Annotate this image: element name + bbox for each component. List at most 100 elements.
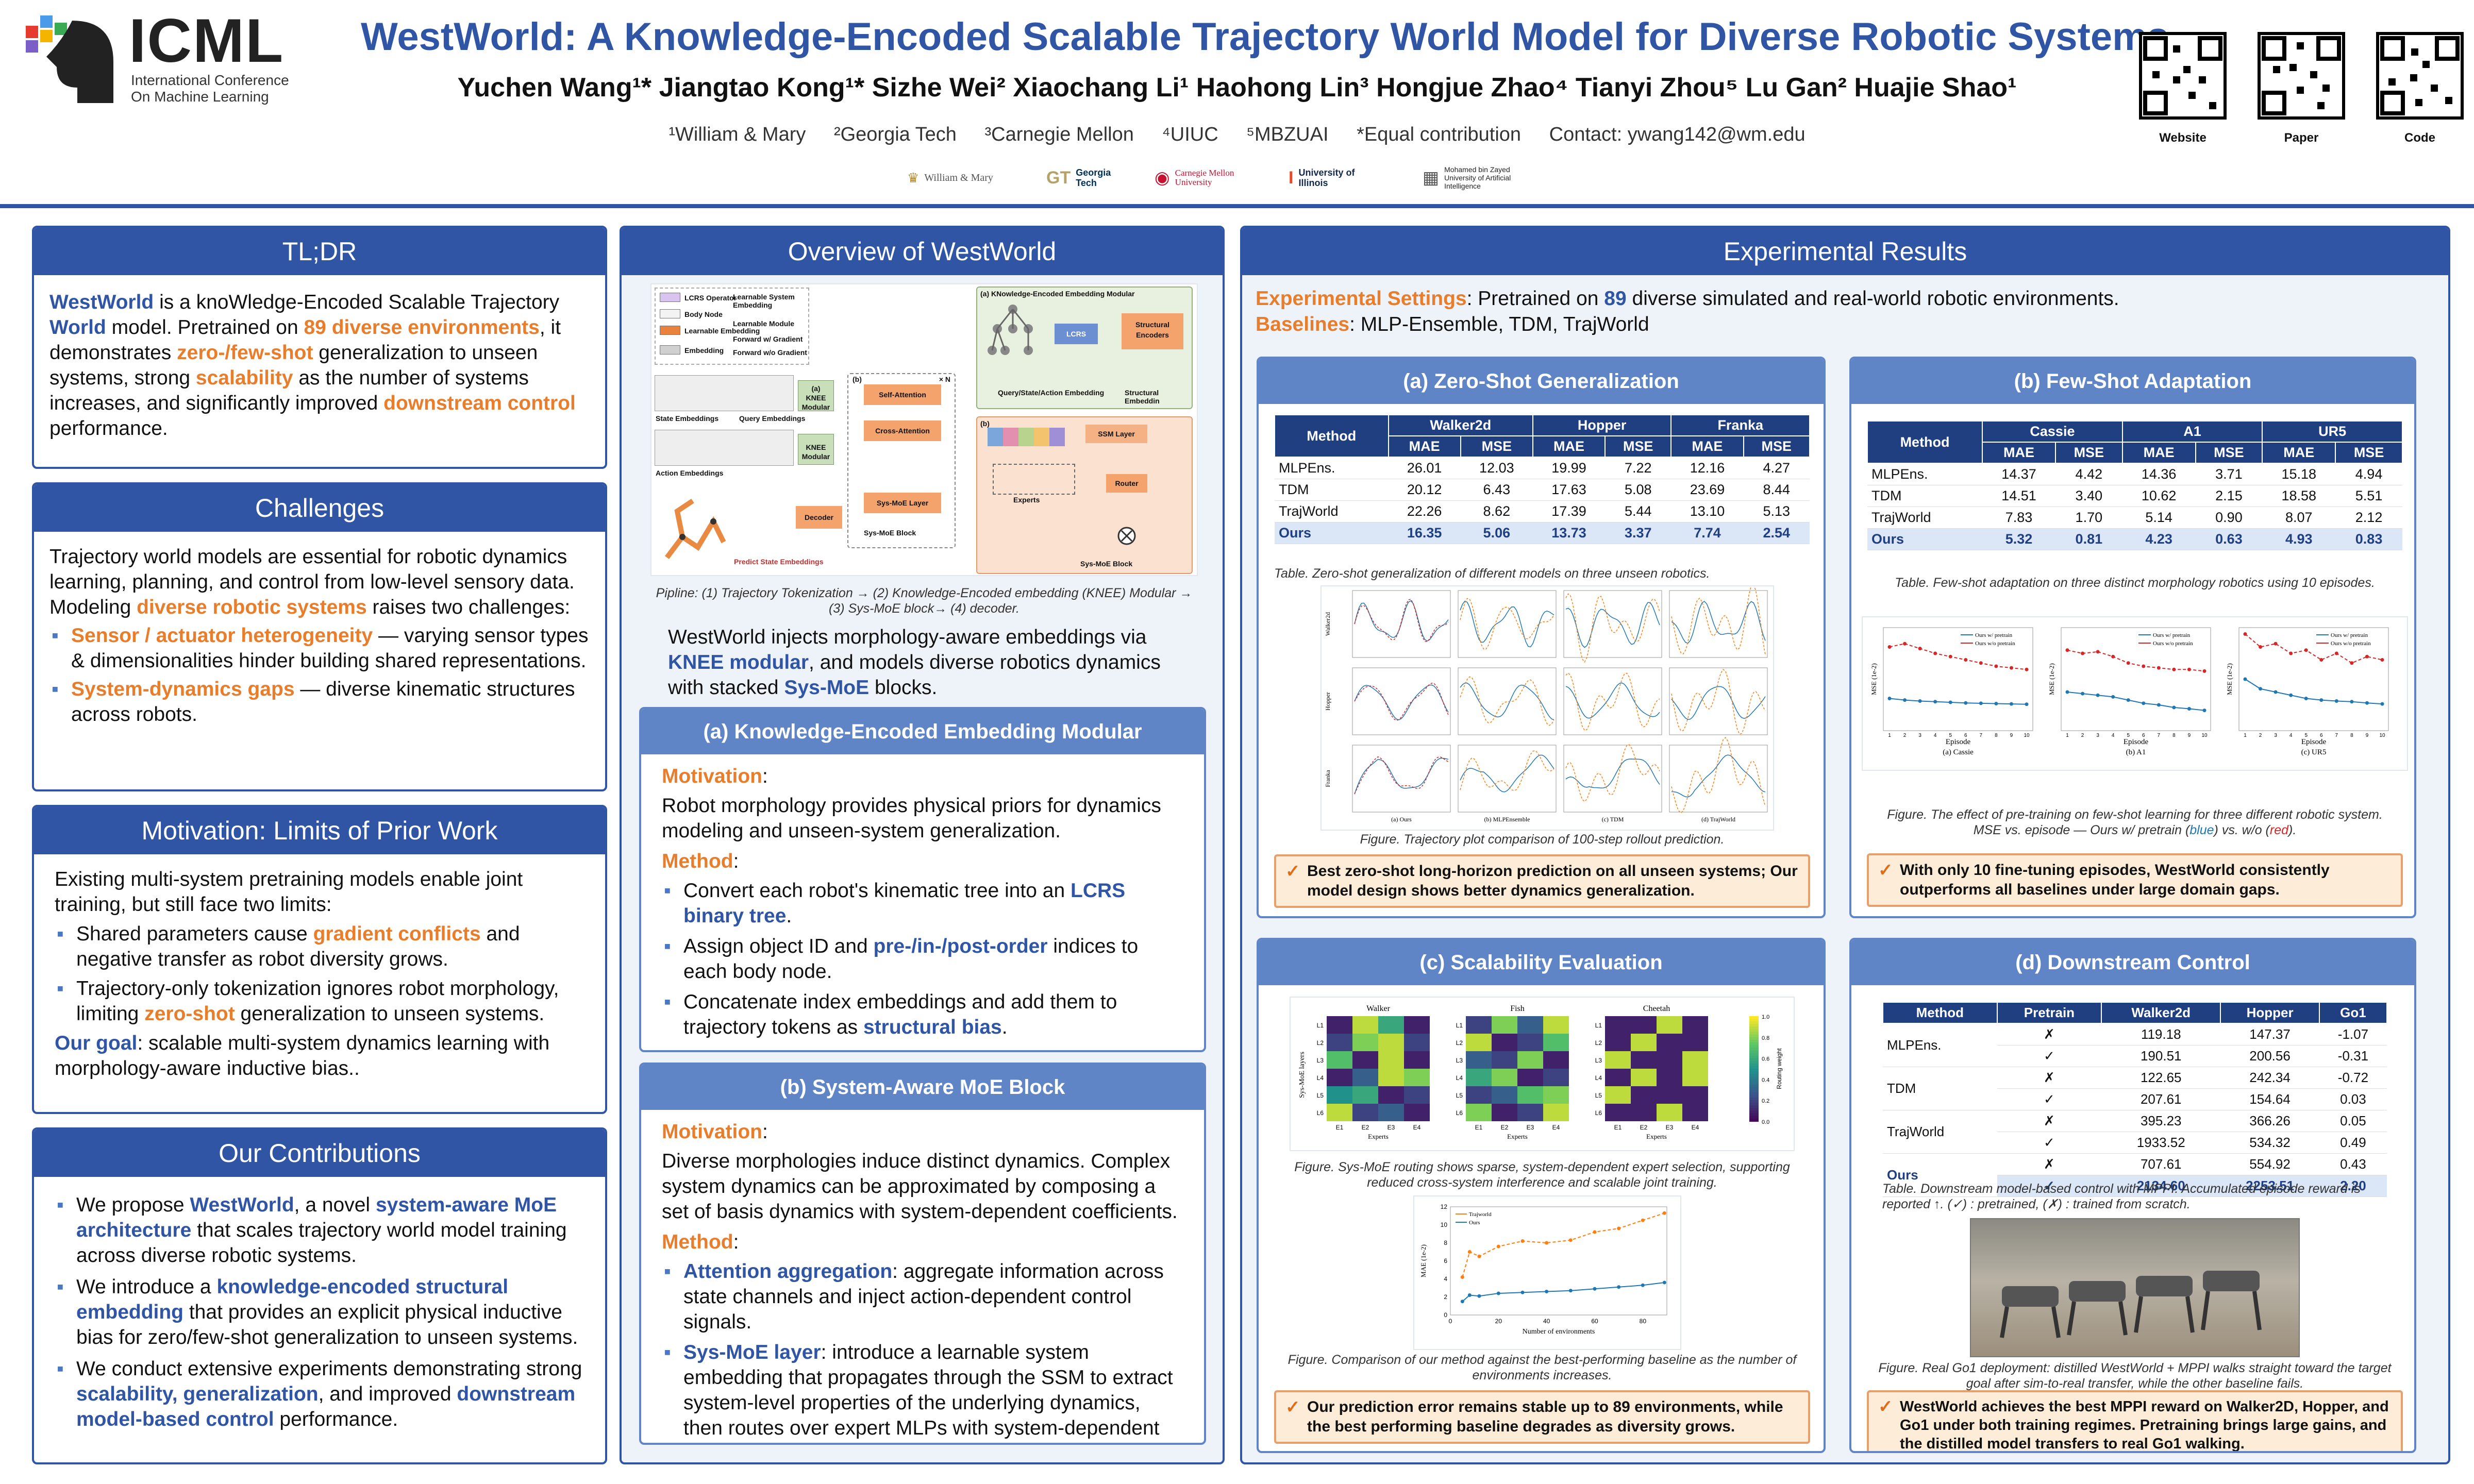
- colorbar-segment: [1749, 1058, 1759, 1061]
- col-label: E4: [1413, 1124, 1421, 1131]
- knee-diagram-box: (a) KNowledge-Encoded Embedding Modular …: [976, 286, 1193, 409]
- go1-photo-caption: Figure. Real Go1 deployment: distilled W…: [1878, 1361, 2392, 1391]
- moe-motivation-text: Diverse morphologies induce distinct dyn…: [662, 1150, 1178, 1223]
- challenge-item: System-dynamics gaps — diverse kinematic…: [49, 677, 590, 727]
- x-tick-label: 7: [2158, 733, 2161, 738]
- data-point: [1887, 697, 1892, 700]
- expert-group: [993, 464, 1075, 495]
- moe-method-item: Attention aggregation: aggregate informa…: [662, 1259, 1183, 1335]
- heatmap-cell: [1378, 1016, 1404, 1034]
- colorbar-segment: [1749, 1103, 1759, 1106]
- data-point: [2065, 648, 2069, 652]
- data-point: [1545, 1241, 1549, 1245]
- x-tick-label: 8: [2172, 733, 2176, 738]
- token-strip: [988, 428, 1065, 446]
- heatmap-cell: [1517, 1051, 1543, 1069]
- prediction-line: [1460, 750, 1554, 791]
- x-tick-label: 9: [2188, 733, 2191, 738]
- few-shot-fig-caption: Figure. The effect of pre-training on fe…: [1887, 807, 2383, 837]
- contribution-item: We introduce a knowledge-encoded structu…: [55, 1274, 590, 1350]
- data-point: [1887, 645, 1892, 649]
- row-label: L2: [1317, 1039, 1324, 1047]
- data-point: [2126, 661, 2130, 665]
- check-icon: ✓: [1285, 862, 1300, 881]
- x-tick-label: 6: [1964, 733, 1967, 738]
- prediction-line: [1460, 676, 1554, 726]
- data-point: [2096, 693, 2100, 697]
- logo-gt: GT Georgia Tech: [1046, 167, 1111, 188]
- colorbar-segment: [1749, 1026, 1759, 1030]
- row-label: L2: [1595, 1039, 1602, 1047]
- colorbar-segment: [1749, 1021, 1759, 1025]
- qr-paper-icon[interactable]: [2258, 32, 2345, 120]
- moe-method-label: Method:: [662, 1231, 739, 1253]
- row-label: L6: [1456, 1109, 1463, 1117]
- challenges-title: Challenges: [34, 484, 605, 532]
- colorbar-segment: [1749, 1024, 1759, 1027]
- data-point: [1964, 701, 1968, 705]
- heatmap-cell: [1631, 1051, 1657, 1069]
- series-line: [1889, 643, 2027, 670]
- few-shot-table-caption: Table. Few-shot adaptation on three dist…: [1895, 576, 2375, 590]
- data-point: [2025, 702, 2029, 706]
- heatmap-cell: [1543, 1051, 1569, 1069]
- x-tick-label: 2: [2081, 733, 2084, 738]
- x-tick-label: 3: [2274, 733, 2277, 738]
- data-point: [1617, 1285, 1621, 1289]
- colorbar-segment: [1749, 1079, 1759, 1083]
- row-label: Walker2d: [1324, 612, 1331, 636]
- prediction-line: [1671, 737, 1766, 814]
- colorbar-tick: 0.4: [1762, 1077, 1769, 1083]
- heatmap-cell: [1605, 1104, 1631, 1121]
- heatmap-cell: [1352, 1086, 1378, 1104]
- heatmap-caption: Figure. Sys-MoE routing shows sparse, sy…: [1294, 1160, 1790, 1190]
- icml-logo-sub1: International Conference: [131, 72, 289, 88]
- scalability-title: (c) Scalability Evaluation: [1259, 940, 1824, 985]
- ground-truth-line: [1354, 757, 1449, 795]
- check-icon: ✓: [1878, 861, 1893, 880]
- x-tick-label: 5: [2304, 733, 2308, 738]
- data-point: [2172, 705, 2176, 710]
- heatmap-cell: [1352, 1104, 1378, 1121]
- data-point: [2319, 698, 2323, 702]
- x-tick-label: 7: [1980, 733, 1983, 738]
- qr-code-icon[interactable]: [2376, 32, 2464, 120]
- data-point: [1496, 1291, 1500, 1295]
- x-tick-label: 7: [2335, 733, 2338, 738]
- series-line: [2245, 679, 2383, 705]
- heatmap-cell: [1404, 1051, 1430, 1069]
- y-tick-label: 4: [1444, 1275, 1447, 1283]
- contact-email[interactable]: Contact: ywang142@wm.edu: [1549, 124, 1806, 145]
- baselines-line: Baselines: MLP-Ensemble, TDM, TrajWorld: [1256, 313, 1649, 335]
- x-axis-label: Experts: [1646, 1133, 1667, 1140]
- data-point: [2009, 666, 2013, 670]
- colorbar-segment: [1749, 1037, 1759, 1040]
- motivation-panel: Motivation: Limits of Prior Work Existin…: [32, 805, 607, 1114]
- x-tick-label: 9: [2366, 733, 2369, 738]
- x-axis-label: Experts: [1368, 1133, 1389, 1140]
- moe-subpanel-title: (b) System-Aware MoE Block: [641, 1065, 1204, 1110]
- x-tick-label: 1: [1888, 733, 1891, 738]
- subplot-title: (c) UR5: [2301, 748, 2327, 756]
- x-tick-label: 20: [1495, 1318, 1502, 1325]
- plot-frame: [2238, 627, 2389, 731]
- prediction-line: [1671, 669, 1766, 735]
- heatmap-cell: [1517, 1069, 1543, 1086]
- series-line: [1462, 1212, 1665, 1277]
- heatmap-cell: [1605, 1016, 1631, 1034]
- subplot-frame: [1458, 745, 1557, 813]
- qr-website-icon[interactable]: [2139, 32, 2227, 120]
- row-label: L5: [1595, 1092, 1602, 1099]
- results-panel: Experimental Results Experimental Settin…: [1240, 226, 2450, 1464]
- subplot-frame: [1458, 590, 1557, 658]
- downstream-callout: ✓WestWorld achieves the best MPPI reward…: [1867, 1390, 2403, 1451]
- y-axis-label: MSE (1e-2): [1870, 663, 1878, 695]
